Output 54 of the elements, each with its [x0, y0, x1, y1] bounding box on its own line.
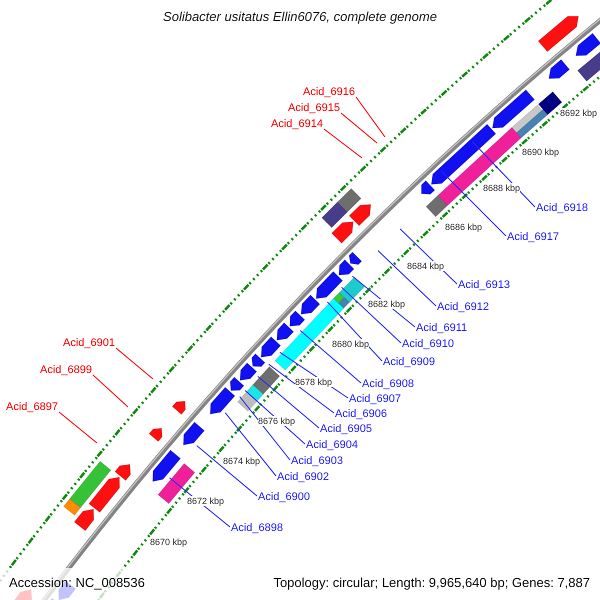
gene-label: Acid_6913: [458, 279, 510, 292]
gene-label: Acid_6901: [63, 337, 115, 350]
leader-line: [196, 445, 258, 496]
scale-label: 8680 kbp: [332, 339, 370, 349]
scale-label: 8690 kbp: [522, 147, 560, 157]
gene-label: Acid_6915: [288, 102, 340, 115]
leader-line: [257, 376, 320, 428]
scale-label: 8688 kbp: [483, 183, 520, 193]
gene-label: Acid_6905: [320, 423, 372, 436]
leader-line: [377, 250, 436, 306]
gene-label: Acid_6903: [291, 455, 343, 468]
gene-label: Acid_6907: [349, 393, 401, 406]
leader-line: [92, 374, 128, 408]
gene-label: Acid_6910: [402, 338, 454, 351]
scale-label: 8678 kbp: [295, 377, 332, 387]
gene-label: Acid_6918: [536, 202, 588, 215]
gene-label: Acid_6900: [258, 491, 310, 504]
gene-label: Acid_6917: [507, 231, 559, 244]
gene-label: Acid_6904: [306, 439, 358, 452]
scale-label: 8686 kbp: [445, 222, 482, 232]
leader-line: [300, 330, 362, 384]
leader-line: [472, 141, 536, 208]
gene-label: Acid_6911: [416, 322, 468, 335]
title: Solibacter usitatus Ellin6076, complete genome: [162, 9, 438, 25]
scale-label: 8672 kbp: [187, 496, 224, 506]
leader-line: [58, 412, 98, 444]
leader-line: [440, 170, 506, 236]
leader-line: [324, 128, 362, 158]
gene-label: Acid_6909: [383, 356, 435, 369]
leader-line: [268, 364, 334, 414]
gene-label: Acid_6897: [6, 401, 58, 414]
gene-label: Acid_6914: [271, 118, 323, 131]
gene-label: Acid_6908: [362, 378, 414, 391]
leader-line: [116, 348, 154, 380]
leader-line: [239, 396, 290, 460]
leader-line: [326, 301, 382, 362]
gene-label: Acid_6898: [231, 522, 283, 535]
gene-label: Acid_6899: [40, 364, 92, 377]
scale-label: 8684 kbp: [407, 261, 444, 271]
gene-label: Acid_6906: [335, 408, 387, 421]
leader-line: [224, 412, 276, 476]
gene-label: Acid_6916: [303, 86, 355, 99]
scale-label: 8674 kbp: [223, 456, 260, 466]
gene-label: Acid_6902: [277, 471, 329, 484]
scale-label: 8692 kbp: [560, 108, 598, 118]
scale-label: 8676 kbp: [258, 416, 296, 426]
accession-text: Accession: NC_008536: [9, 575, 145, 591]
leader-line: [340, 112, 378, 144]
gene-label: Acid_6912: [437, 301, 489, 314]
scale-label: 8670 kbp: [150, 537, 188, 547]
scale-label: 8682 kbp: [368, 299, 406, 309]
leader-line: [341, 286, 402, 344]
genome-stats-text: Topology: circular; Length: 9,965,640 bp; Genes: 7,887: [273, 575, 590, 591]
leader-line: [356, 96, 386, 138]
